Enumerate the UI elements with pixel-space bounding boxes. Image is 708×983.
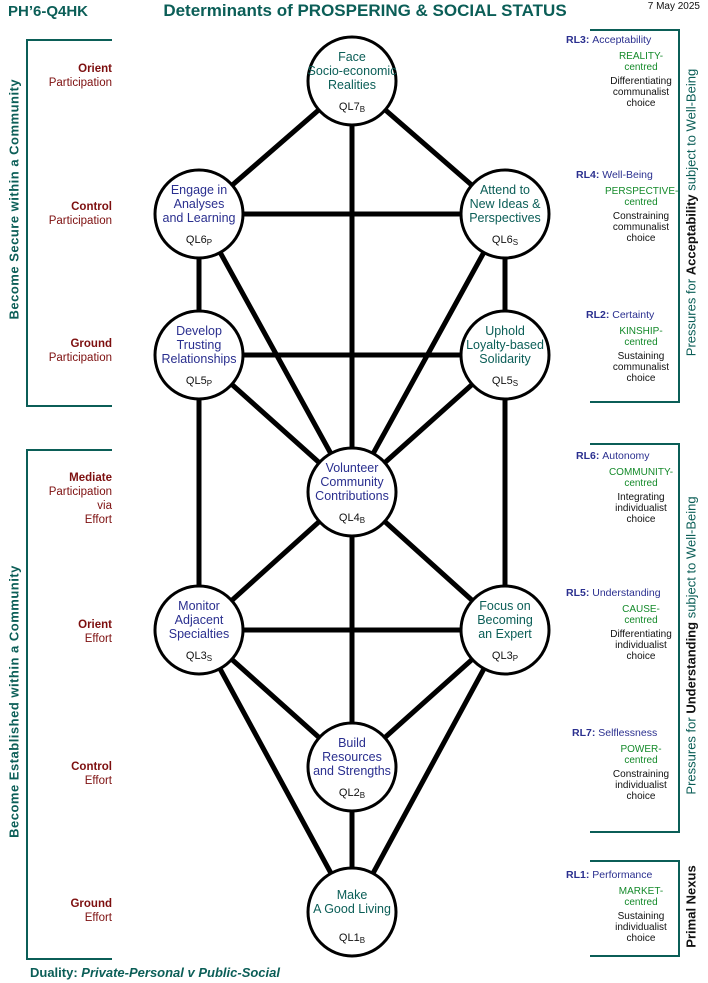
node-line: A Good Living (313, 902, 391, 916)
node-circle-ql6p (153, 168, 245, 260)
node-line: Resources (322, 750, 382, 764)
node-circle-ql4 (306, 446, 398, 538)
node-code-ql2: QL2B (338, 787, 366, 800)
document-date: 7 May 2025 (647, 1, 700, 12)
node-line: Develop (176, 324, 222, 338)
node-line: Realities (328, 78, 376, 92)
node-code-ql6p: QL6P (185, 234, 213, 247)
node-line: Becoming (477, 613, 533, 627)
node-circle-ql5s (459, 309, 551, 401)
right-group-acceptability-label: Pressures for Acceptability subject to W… (683, 68, 699, 357)
node-line: Relationships (161, 352, 237, 366)
edge-ql3p-ql1 (349, 627, 508, 915)
node-code-ql3p: QL3P (491, 650, 519, 663)
node-line: Trusting (176, 338, 222, 352)
node-line: Make (336, 888, 368, 902)
edge-ql3s-ql1 (196, 627, 355, 915)
node-code-ql3s: QL3S (185, 650, 213, 663)
node-code-ql6s: QL6S (491, 234, 519, 247)
node-code-ql7: QL7B (338, 101, 366, 114)
node-circle-ql2 (306, 721, 398, 813)
node-code-ql4: QL4B (338, 512, 366, 525)
node-line: Focus on (479, 599, 531, 613)
node-circle-ql3p (459, 584, 551, 676)
node-circle-ql1 (306, 866, 398, 958)
left-bracket-established (26, 449, 112, 960)
node-line: Perspectives (469, 211, 541, 225)
right-bracket-acceptability (590, 29, 680, 403)
node-line: Build (338, 736, 366, 750)
node-line: Adjacent (174, 613, 224, 627)
right-bracket-understanding (590, 443, 680, 833)
node-circle-ql5p (153, 309, 245, 401)
node-circle-ql7 (306, 35, 398, 127)
node-circle-ql6s (459, 168, 551, 260)
node-line: and Learning (162, 211, 236, 225)
node-circle-ql3s (153, 584, 245, 676)
node-line: Face (338, 50, 366, 64)
diagram-title: Determinants of PROSPERING & SOCIAL STAT… (163, 1, 567, 20)
node-code-ql1: QL1B (338, 932, 366, 945)
node-line: Contributions (315, 489, 389, 503)
duality-footer: Duality: Private-Personal v Public-Socia… (30, 965, 280, 980)
node-line: Specialties (168, 627, 230, 641)
node-line: Attend to (479, 183, 531, 197)
node-line: Uphold (485, 324, 525, 338)
right-group-primal-label: Primal Nexus (683, 865, 699, 948)
node-line: Monitor (178, 599, 220, 613)
node-line: Solidarity (479, 352, 531, 366)
node-code-ql5s: QL5S (491, 375, 519, 388)
node-line: an Expert (478, 627, 532, 641)
node-line: Socio-economic (307, 64, 397, 78)
left-bracket-secure (26, 39, 112, 407)
right-group-understanding-label: Pressures for Understanding subject to W… (683, 496, 699, 795)
node-line: New Ideas & (469, 197, 541, 211)
node-line: Loyalty-based (466, 338, 544, 352)
node-line: Engage in (170, 183, 228, 197)
right-bracket-primal (590, 860, 680, 957)
node-line: Community (320, 475, 384, 489)
document-code: PH’6-Q4HK (8, 3, 89, 20)
node-line: Volunteer (325, 461, 379, 475)
node-line: Analyses (173, 197, 225, 211)
left-group-established-label: Become Established within a Community (6, 565, 22, 838)
node-line: and Strengths (313, 764, 391, 778)
node-circles (153, 35, 551, 958)
node-code-ql5p: QL5P (185, 375, 213, 388)
